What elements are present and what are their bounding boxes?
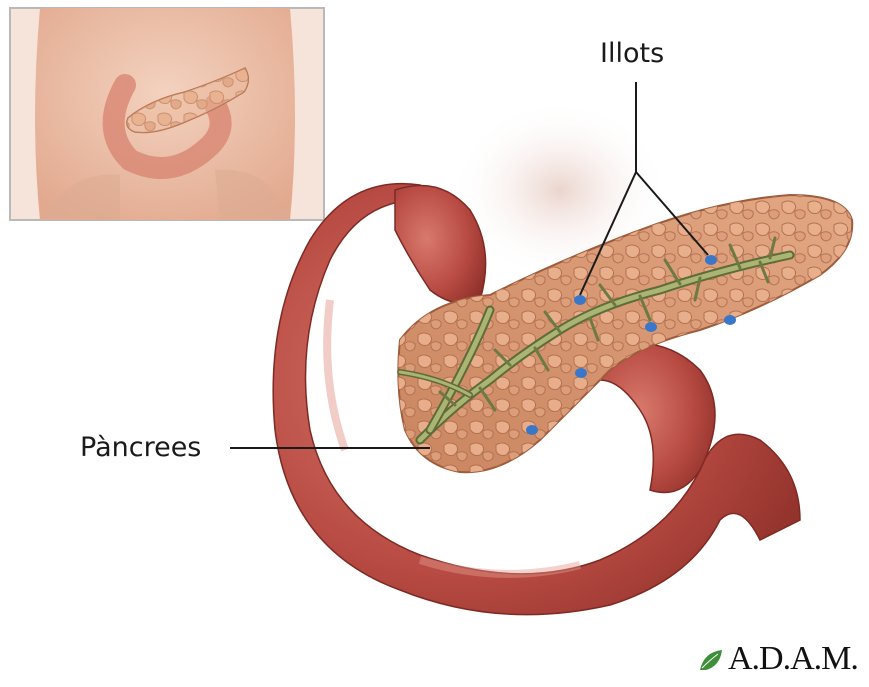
pancreas-label: Pàncrees <box>80 432 201 463</box>
islet <box>575 368 587 378</box>
islets-label: Illots <box>600 38 664 69</box>
adam-logo-text: A.D.A.M. <box>728 640 858 678</box>
adam-logo: A.D.A.M. <box>700 640 858 678</box>
islet <box>526 425 538 435</box>
islet <box>724 315 736 325</box>
islet <box>705 255 717 265</box>
islet <box>574 295 586 305</box>
islet <box>645 322 657 332</box>
inset-abdomen-figure <box>10 8 324 220</box>
